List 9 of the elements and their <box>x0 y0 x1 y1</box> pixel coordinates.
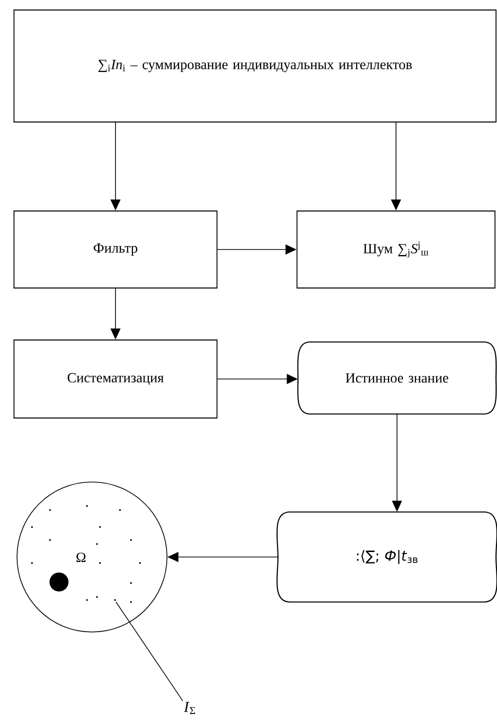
process-box: Фильтр <box>14 210 218 288</box>
process-box: Систематизация <box>14 340 218 418</box>
process-box: ∑$_{i}$In$_{i}$ – суммирование индивидуальных интеллектов <box>14 10 496 122</box>
leader-line <box>116 602 184 702</box>
circle-drawing: Ω <box>16 482 168 632</box>
label-text: I$_{Σ}$ <box>184 702 196 714</box>
process-box: Шум ∑$_{j}$S$^{j}$ш <box>296 210 496 288</box>
display-box: Истинное знание <box>297 341 497 415</box>
display-box: :⟨∑; Ф|t$_{зв}$ <box>276 511 497 603</box>
